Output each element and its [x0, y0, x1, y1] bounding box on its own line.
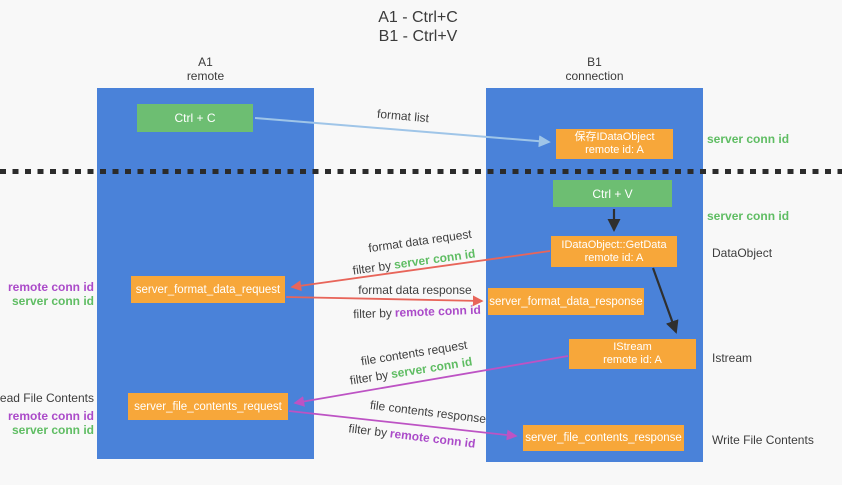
node-save-dataobject: 保存IDataObject remote id: A — [556, 129, 673, 159]
node-server-format-data-response-label: server_format_data_response — [489, 295, 643, 308]
side-label-read-file-contents: Read File Contents — [0, 391, 94, 405]
node-istream-line2: remote id: A — [603, 354, 662, 366]
lane-header-b1: B1 connection — [486, 55, 703, 83]
title-line-2: B1 - Ctrl+V — [378, 28, 458, 45]
side-label-server-conn-id-upper: server conn id — [12, 294, 94, 308]
side-label-write-file-contents: Write File Contents — [712, 433, 814, 447]
node-ctrl-c-label: Ctrl + C — [174, 111, 216, 125]
lane-a1-subtitle: remote — [186, 69, 225, 83]
lane-a1-name: A1 — [198, 55, 213, 69]
side-label-remote-conn-id-upper: remote conn id — [8, 280, 94, 294]
format-list-arrow — [254, 117, 551, 148]
server-conn-id-upper-text: server conn id — [11, 294, 94, 308]
node-server-file-contents-response: server_file_contents_response — [523, 425, 684, 451]
remote-conn-id-text: remote conn id — [394, 302, 482, 320]
side-label-server-conn-id-top: server conn id — [707, 132, 790, 146]
format-data-response-arrow — [285, 295, 484, 307]
side-label-remote-conn-id-lower: remote conn id — [8, 409, 94, 423]
side-label-istream: Istream — [712, 351, 753, 365]
node-ctrl-v-label: Ctrl + V — [592, 186, 633, 201]
node-server-format-data-response: server_format_data_response — [488, 288, 644, 315]
lane-b1-subtitle: connection — [565, 69, 624, 83]
label-format-data-response-text: format data response — [358, 283, 472, 297]
format-data-request-arrow — [290, 250, 551, 292]
file-contents-response-arrow — [288, 410, 518, 441]
node-server-format-data-request: server_format_data_request — [131, 276, 285, 303]
node-save-dataobject-line2: remote id: A — [585, 144, 644, 156]
node-idataobject-getdata: IDataObject::GetData remote id: A — [551, 236, 677, 267]
node-server-file-contents-response-label: server_file_contents_response — [525, 432, 682, 444]
node-ctrl-v: Ctrl + V — [553, 180, 672, 207]
label-format-data-response: format data response — [358, 283, 471, 297]
diagram-title: A1 - Ctrl+C B1 - Ctrl+V — [0, 8, 836, 46]
title-line-1: A1 - Ctrl+C — [378, 9, 458, 26]
node-istream-line1: IStream — [613, 341, 652, 353]
lane-header-a1: A1 remote — [97, 55, 314, 83]
node-ctrl-c: Ctrl + C — [137, 104, 253, 132]
side-label-server-conn-id-lower: server conn id — [12, 423, 94, 437]
node-idataobject-getdata-line1: IDataObject::GetData — [561, 238, 667, 251]
node-save-dataobject-line1: 保存IDataObject — [574, 131, 655, 143]
remote-conn-id-lower-text: remote conn id — [7, 409, 94, 423]
side-label-server-conn-id-mid: server conn id — [707, 209, 790, 223]
node-server-file-contents-request-label: server_file_contents_request — [134, 400, 282, 413]
filter-by-text: filter by — [352, 305, 393, 322]
node-server-file-contents-request: server_file_contents_request — [128, 393, 288, 420]
lane-b1-name: B1 — [587, 55, 602, 69]
server-conn-id-lower-text: server conn id — [11, 423, 94, 437]
node-idataobject-getdata-line2: remote id: A — [584, 251, 644, 264]
remote-conn-id-upper-text: remote conn id — [7, 280, 94, 294]
side-label-dataobject: DataObject — [712, 246, 773, 260]
file-contents-request-arrow — [293, 355, 569, 407]
getdata-to-istream-arrow — [651, 267, 679, 334]
node-istream: IStream remote id: A — [569, 339, 696, 369]
node-server-format-data-request-label: server_format_data_request — [135, 283, 281, 296]
